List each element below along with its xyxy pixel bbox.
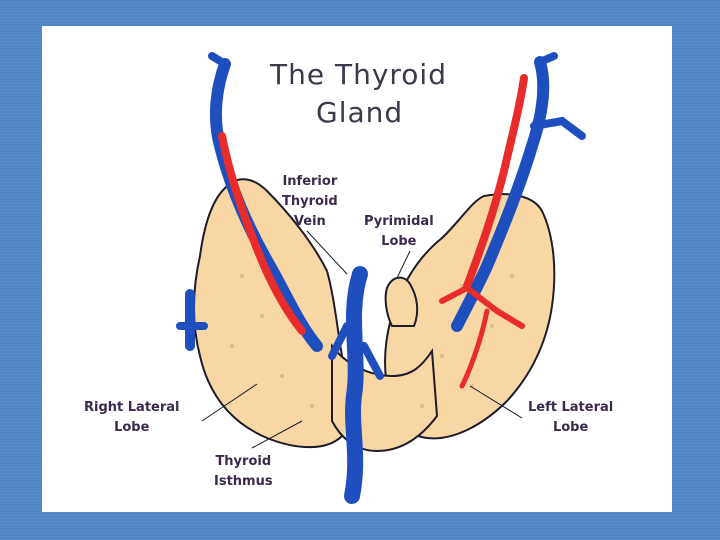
arteries: [218, 74, 528, 389]
label-right-lateral-lobe: Right Lateral Lobe: [84, 400, 180, 435]
label-pyramidal-lobe: Pyrimidal Lobe: [364, 214, 434, 249]
label-inferior-thyroid-vein: Inferior Thyroid Vein: [282, 174, 338, 229]
thyroid-diagram: [176, 52, 586, 504]
right-lateral-lobe: [193, 178, 350, 449]
slide-canvas: The Thyroid Gland Inferior Thyroid Vein …: [42, 26, 672, 512]
leader-lines: [201, 230, 523, 449]
pyramidal-lobe: [384, 276, 419, 327]
label-thyroid-isthmus: Thyroid Isthmus: [214, 454, 273, 489]
label-left-lateral-lobe: Left Lateral Lobe: [528, 400, 614, 435]
title-line-1: The Thyroid: [270, 58, 447, 91]
title-line-2: Gland: [316, 96, 404, 129]
